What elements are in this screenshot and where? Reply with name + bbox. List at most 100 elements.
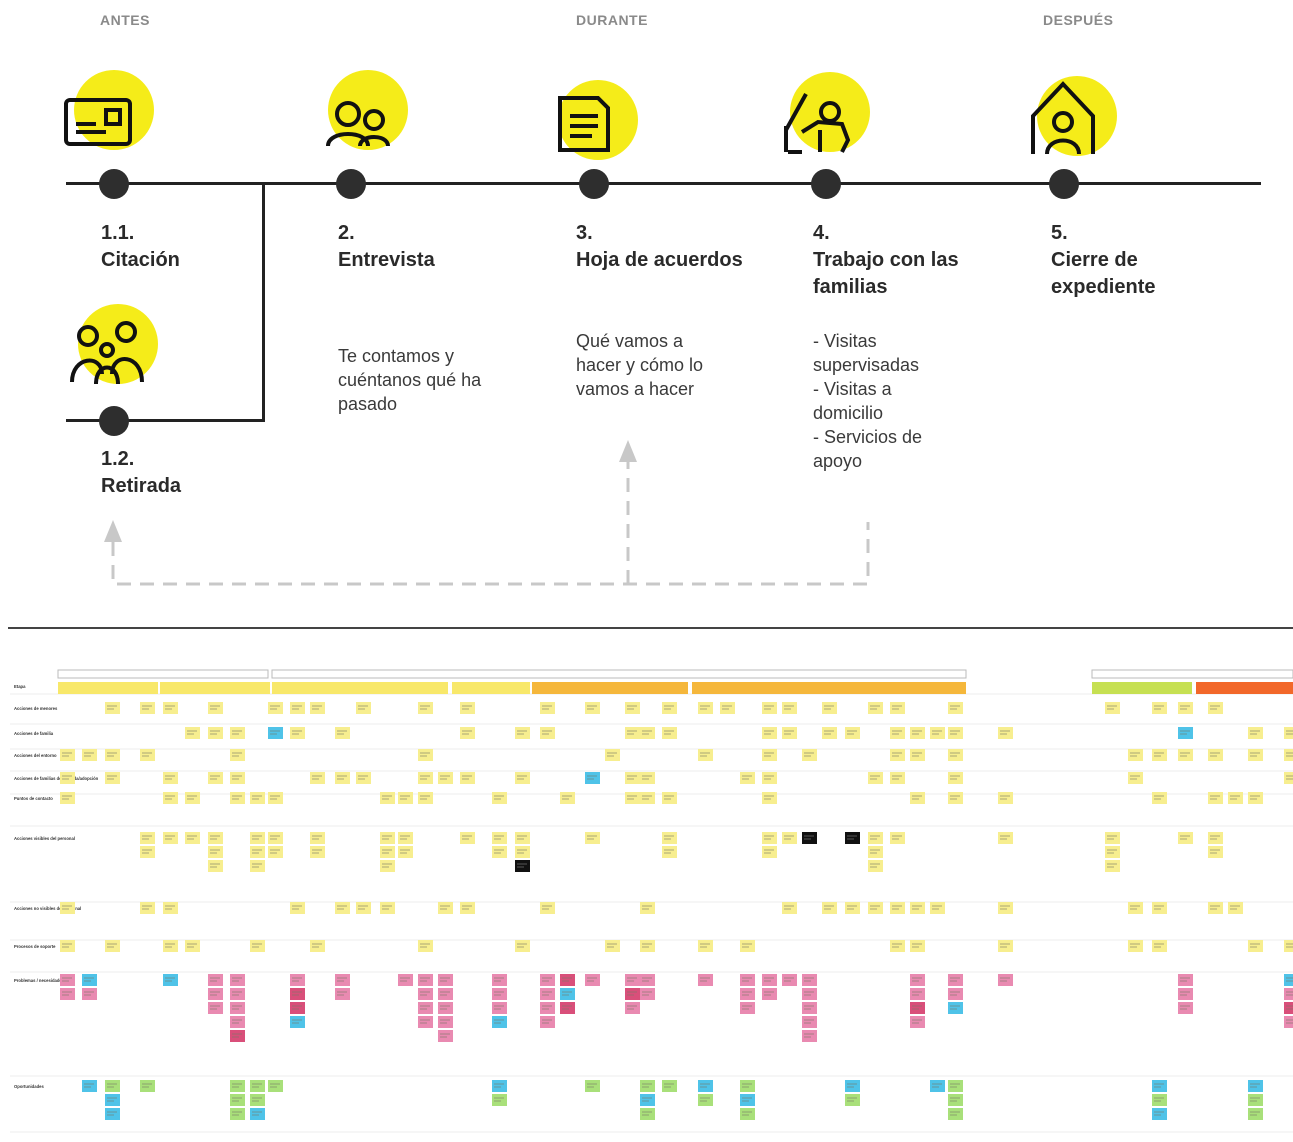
sticky-note <box>740 974 755 986</box>
step-1-2-label: 1.2. Retirada <box>101 446 181 500</box>
sticky-note <box>662 846 677 858</box>
sticky-note <box>868 772 883 784</box>
sticky-note <box>948 1002 963 1014</box>
sticky-note <box>1178 1002 1193 1014</box>
sticky-note <box>82 1080 97 1092</box>
timeline-branch-line <box>66 419 265 422</box>
sticky-note <box>418 792 433 804</box>
sticky-note <box>822 727 837 739</box>
sticky-note <box>140 832 155 844</box>
sticky-note <box>782 727 797 739</box>
sticky-note <box>698 1094 713 1106</box>
sticky-note <box>845 1080 860 1092</box>
sticky-note <box>460 772 475 784</box>
sticky-note <box>335 772 350 784</box>
sticky-note <box>1152 1094 1167 1106</box>
sticky-note <box>640 902 655 914</box>
sticky-note <box>640 1094 655 1106</box>
sticky-note <box>662 727 677 739</box>
sticky-note <box>492 1002 507 1014</box>
blueprint-stage-band <box>1092 682 1192 694</box>
dashed-loop-to-retirada <box>111 522 870 586</box>
sticky-note <box>1178 988 1193 1000</box>
sticky-note <box>948 772 963 784</box>
sticky-note <box>492 832 507 844</box>
sticky-note <box>998 832 1013 844</box>
sticky-note <box>230 1094 245 1106</box>
sticky-note <box>910 1016 925 1028</box>
sticky-note <box>540 1016 555 1028</box>
sticky-note <box>230 749 245 761</box>
sticky-note <box>60 940 75 952</box>
step-number: 1.2. <box>101 448 135 470</box>
sticky-note <box>762 727 777 739</box>
sticky-note <box>398 832 413 844</box>
sticky-note <box>585 832 600 844</box>
step-title: Cierre de expediente <box>1051 249 1156 298</box>
sticky-note <box>250 940 265 952</box>
sticky-note <box>948 727 963 739</box>
sticky-note <box>356 702 371 714</box>
sticky-note <box>890 902 905 914</box>
sticky-note <box>492 792 507 804</box>
sticky-note <box>230 727 245 739</box>
sticky-note <box>492 974 507 986</box>
sticky-note <box>762 792 777 804</box>
step-title: Trabajo con las familias <box>813 249 959 298</box>
sticky-note <box>762 772 777 784</box>
sticky-note <box>640 1108 655 1120</box>
sticky-note <box>60 974 75 986</box>
sticky-note <box>948 702 963 714</box>
sticky-note <box>1152 902 1167 914</box>
sticky-note <box>910 940 925 952</box>
step-number: 1.1. <box>101 222 135 244</box>
blueprint-stage-band <box>532 682 688 694</box>
sticky-note <box>1105 832 1120 844</box>
sticky-note <box>60 772 75 784</box>
sticky-note <box>698 1080 713 1092</box>
timeline-dot-1-1 <box>99 169 129 199</box>
sticky-note <box>910 792 925 804</box>
sticky-note <box>802 1002 817 1014</box>
sticky-note <box>890 772 905 784</box>
sticky-note <box>1128 772 1143 784</box>
sticky-note <box>290 988 305 1000</box>
sticky-note <box>208 988 223 1000</box>
sticky-note <box>185 832 200 844</box>
sticky-note <box>208 702 223 714</box>
document-icon <box>558 80 638 160</box>
step-4-description: - Visitas supervisadas - Visitas a domic… <box>813 331 923 471</box>
sticky-note <box>625 792 640 804</box>
sticky-note <box>140 1080 155 1092</box>
blueprint-stage-band <box>1196 682 1293 694</box>
sticky-note <box>208 974 223 986</box>
sticky-note <box>230 1080 245 1092</box>
blueprint-stage-band <box>452 682 530 694</box>
sticky-note <box>948 792 963 804</box>
step-title: Entrevista <box>338 249 435 271</box>
sticky-note <box>948 1108 963 1120</box>
sticky-note <box>230 1108 245 1120</box>
sticky-note <box>185 792 200 804</box>
sticky-note <box>930 727 945 739</box>
sticky-note <box>585 1080 600 1092</box>
sticky-note <box>868 860 883 872</box>
sticky-note <box>438 1030 453 1042</box>
sticky-note <box>250 1108 265 1120</box>
sticky-note <box>948 1094 963 1106</box>
sticky-note <box>740 1094 755 1106</box>
arrowhead-up-acuerdos-icon <box>619 440 637 462</box>
sticky-note <box>625 702 640 714</box>
sticky-note <box>230 974 245 986</box>
sticky-note <box>802 1030 817 1042</box>
sticky-note <box>625 988 640 1000</box>
sticky-note <box>1284 749 1293 761</box>
blueprint-row-label: Acciones de menores <box>14 706 58 711</box>
sticky-note <box>250 832 265 844</box>
sticky-note <box>910 727 925 739</box>
step-number: 2. <box>338 222 355 244</box>
sticky-note <box>802 974 817 986</box>
sticky-note <box>640 974 655 986</box>
house-person-icon <box>1031 76 1117 156</box>
